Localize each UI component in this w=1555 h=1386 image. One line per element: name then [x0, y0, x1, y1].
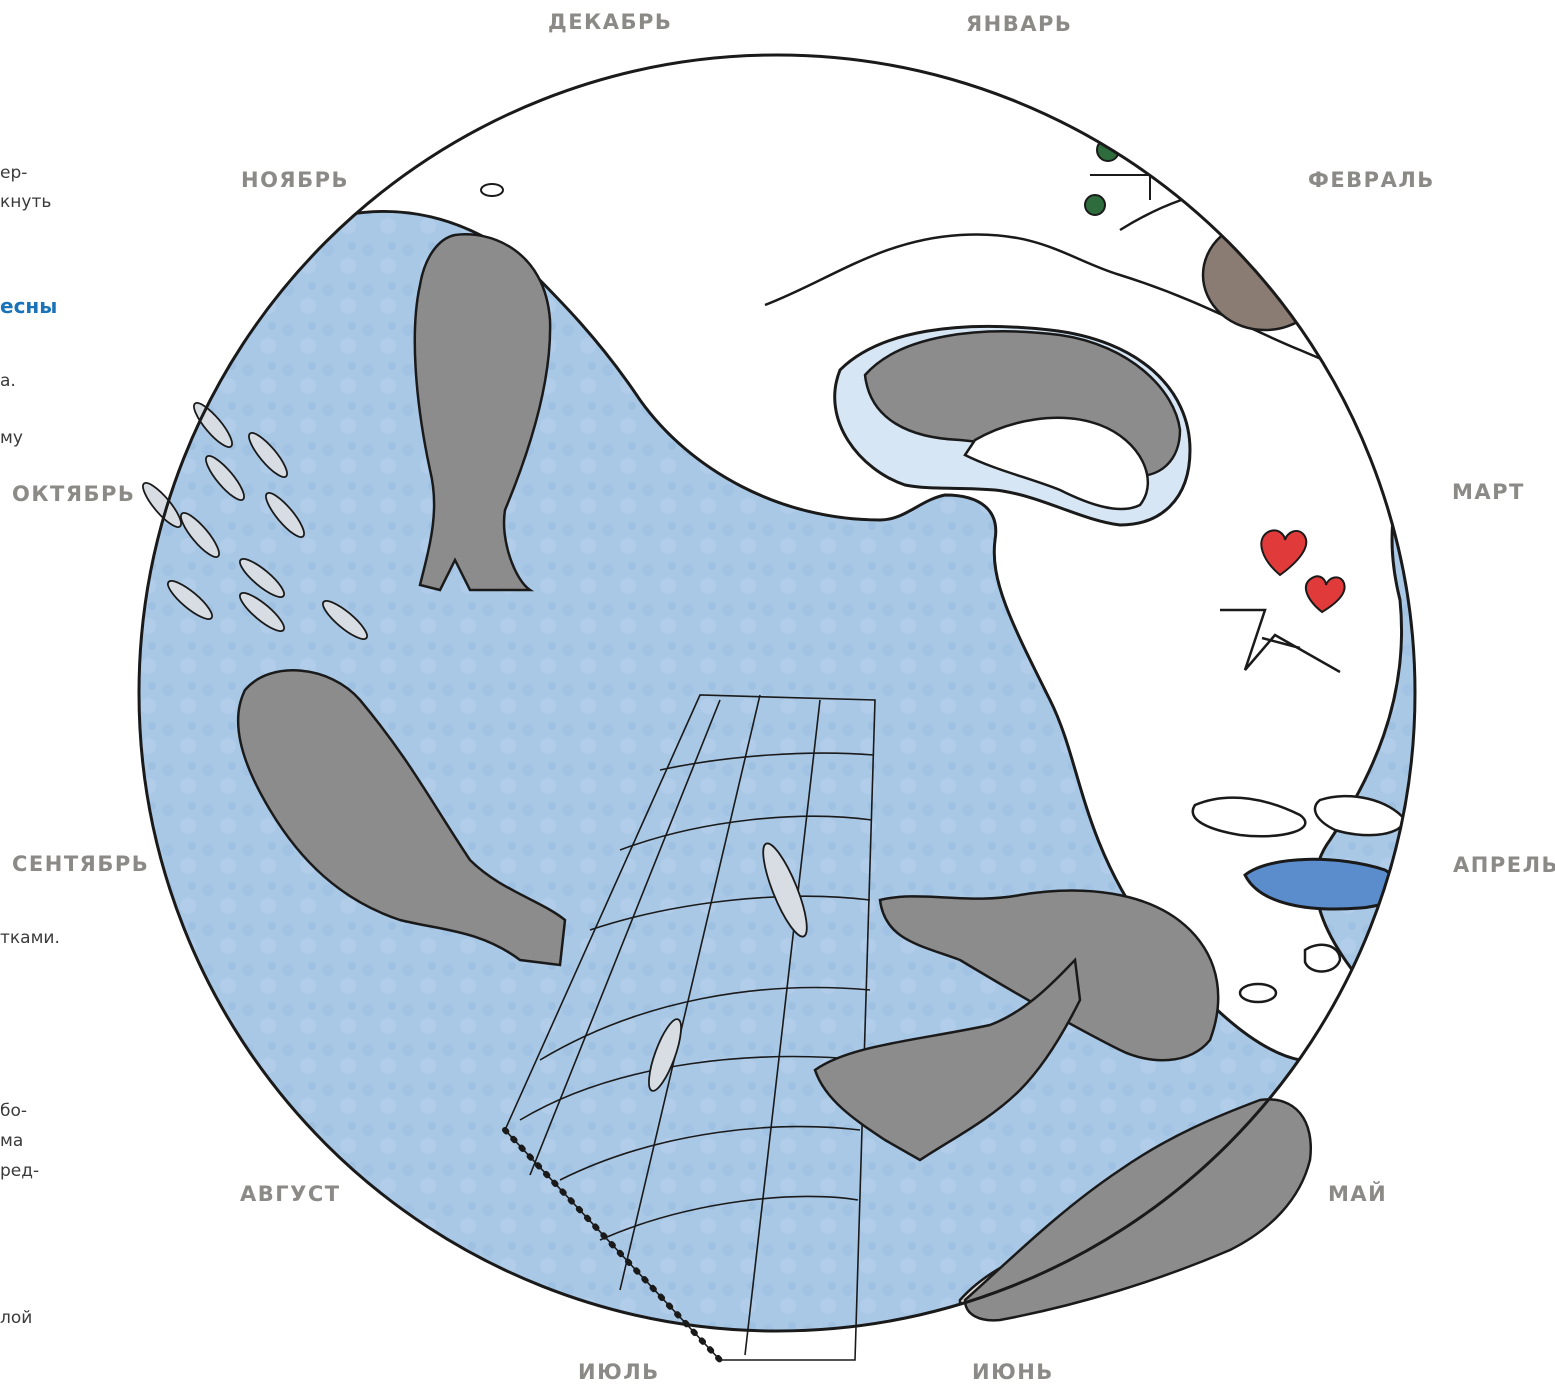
side-text-heading-fragment: есны	[0, 295, 57, 317]
side-text-fragment: кнуть	[0, 191, 51, 213]
side-text-fragment: ер-	[0, 162, 27, 184]
month-label-february: ФЕВРАЛЬ	[1308, 168, 1435, 192]
side-text-fragment: ред-	[0, 1160, 39, 1182]
month-label-march: МАРТ	[1452, 480, 1525, 504]
month-label-june: ИЮНЬ	[972, 1360, 1054, 1384]
side-text-fragment: ма	[0, 1130, 23, 1152]
side-text-fragment: бо-	[0, 1100, 27, 1122]
month-label-april: АПРЕЛЬ	[1453, 853, 1555, 877]
side-text-fragment: му	[0, 427, 23, 449]
month-label-july: ИЮЛЬ	[578, 1360, 660, 1384]
month-label-october: ОКТЯБРЬ	[12, 482, 135, 506]
month-label-december: ДЕКАБРЬ	[548, 10, 672, 34]
month-label-september: СЕНТЯБРЬ	[12, 852, 149, 876]
month-label-january: ЯНВАРЬ	[966, 12, 1072, 36]
breathing-hole	[481, 184, 503, 196]
month-label-may: МАЙ	[1328, 1182, 1387, 1206]
month-label-august: АВГУСТ	[240, 1182, 341, 1206]
month-label-november: НОЯБРЬ	[241, 168, 349, 192]
side-text-fragment: лой	[0, 1307, 32, 1329]
side-text-fragment: а.	[0, 370, 16, 392]
side-text-fragment: тками.	[0, 927, 60, 949]
